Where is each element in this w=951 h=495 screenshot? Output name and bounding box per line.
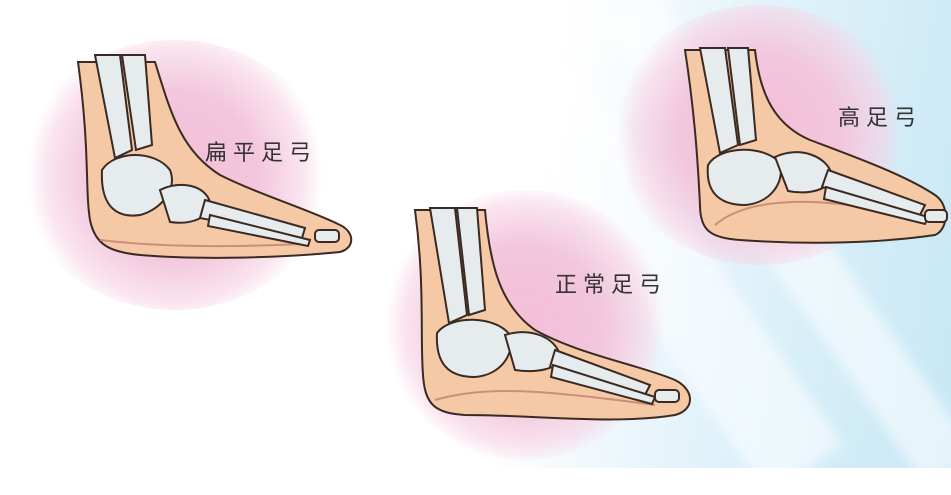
normal-arch-label: 正常足弓 <box>555 267 667 299</box>
normal-arch-foot-icon <box>405 205 705 445</box>
high-arch-label: 高足弓 <box>838 100 922 132</box>
high-arch-foot-icon <box>680 45 951 255</box>
flat-arch-label: 扁平足弓 <box>205 135 317 167</box>
